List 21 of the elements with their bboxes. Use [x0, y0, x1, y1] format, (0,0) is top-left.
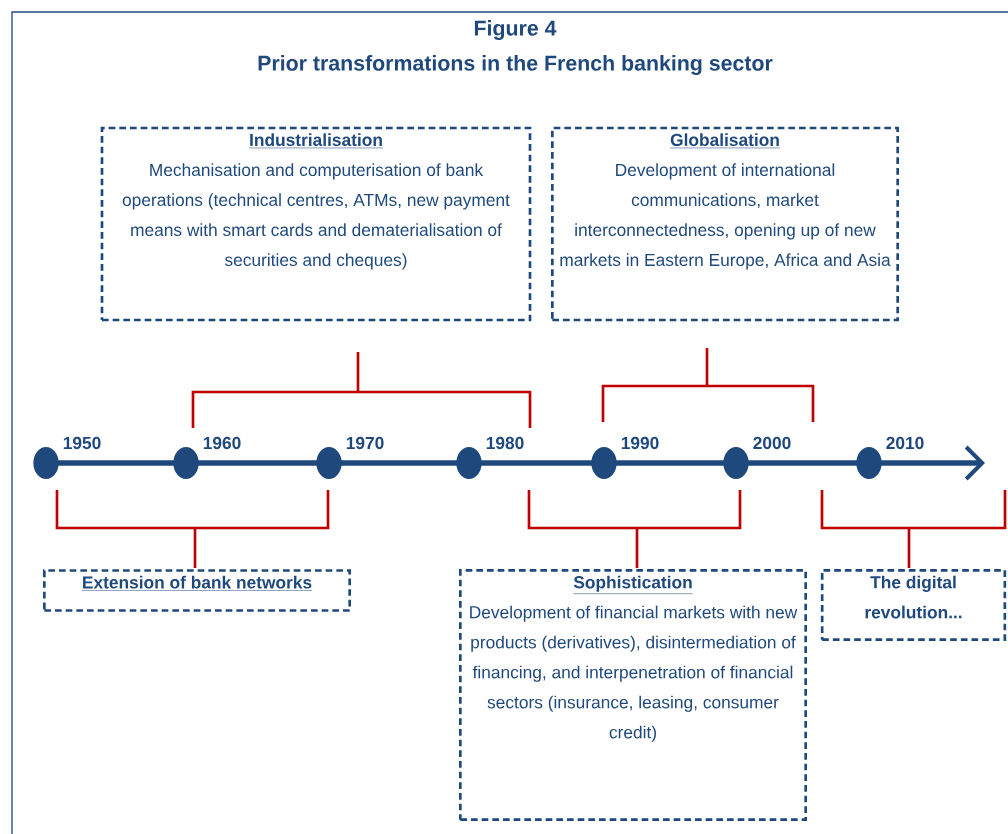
year-label: 2010 [886, 436, 924, 450]
timeline-dot [173, 447, 199, 479]
heading-box: Extension of bank networks [43, 569, 351, 612]
year-label: 1970 [346, 436, 384, 450]
text-box: Globalisation Development of international communications, market interconnectedness, opening up of new markets in Eastern Europe, Africa and Asia [551, 126, 899, 322]
timeline-dot [456, 447, 482, 479]
text-box: Industrialisation Mechanisation and computerisation of bank operations (technical centres, ATMs, new payment means with smart cards and dematerialisation of securities and cheques) [100, 126, 532, 322]
timeline-dot [723, 447, 749, 479]
year-label: 1990 [621, 436, 659, 450]
timeline-dot [33, 447, 59, 479]
heading-box: The digital revolution... [820, 569, 1007, 641]
text-box: Sophistication Development of financial markets with new products (derivatives), disintermediation of financing, and interpenetration of financial sectors (insurance, leasing, consumer credit) [459, 569, 807, 821]
timeline-dot [856, 447, 882, 479]
figure-title: Figure 4 [474, 20, 557, 40]
timeline-dot [591, 447, 617, 479]
figure-subtitle: Prior transformations in the French banking sector [258, 55, 773, 75]
year-label: 1960 [203, 436, 241, 450]
year-label: 1950 [63, 436, 101, 450]
timeline-dot [316, 447, 342, 479]
year-label: 1980 [486, 436, 524, 450]
year-label: 2000 [753, 436, 791, 450]
